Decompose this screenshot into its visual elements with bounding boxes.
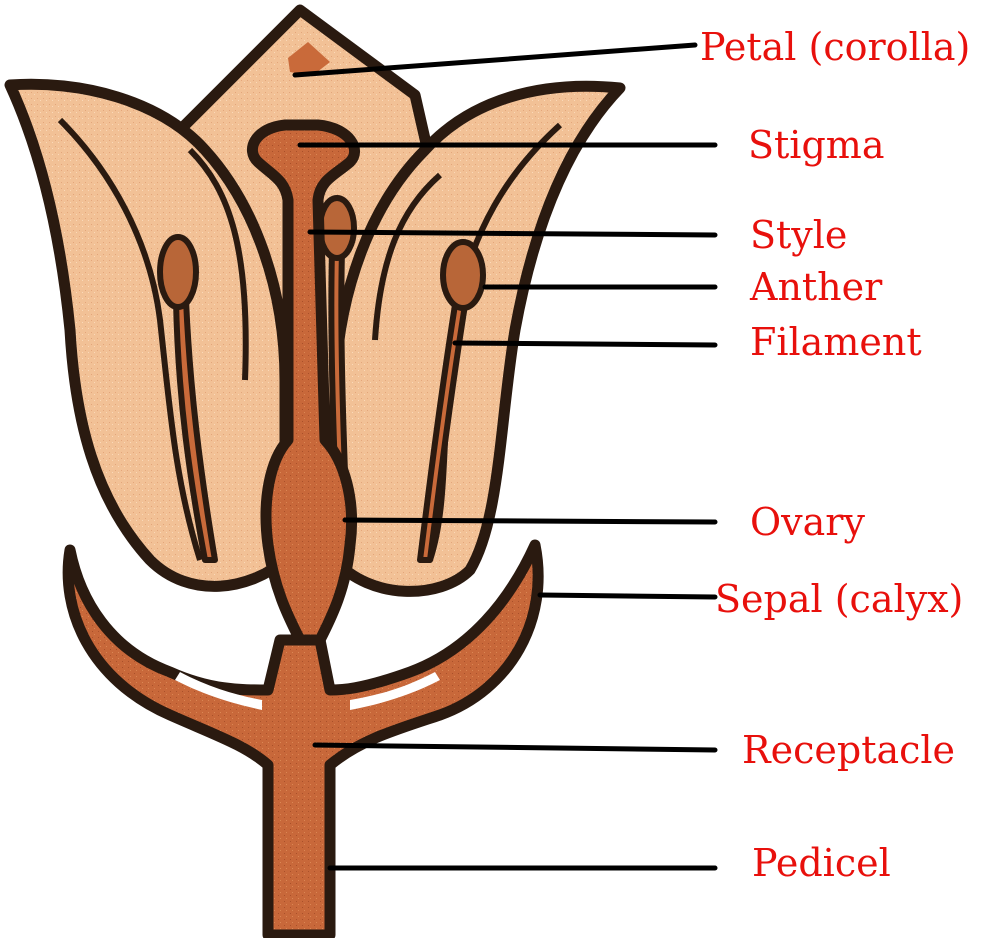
label-pedicel: Pedicel — [752, 841, 891, 885]
anther-left — [160, 237, 196, 307]
label-stigma: Stigma — [748, 123, 884, 167]
leader-filament — [455, 343, 715, 345]
label-petal: Petal (corolla) — [700, 25, 970, 69]
anther-right — [443, 242, 483, 308]
label-filament: Filament — [750, 320, 922, 364]
anther-middle — [320, 198, 354, 258]
leader-ovary — [345, 520, 715, 522]
leader-style — [310, 232, 715, 235]
label-style: Style — [750, 213, 847, 257]
label-receptacle: Receptacle — [742, 728, 955, 772]
leader-sepal — [540, 595, 715, 597]
label-anther: Anther — [749, 265, 883, 309]
leader-receptacle — [315, 745, 715, 750]
label-sepal: Sepal (calyx) — [715, 577, 963, 621]
label-ovary: Ovary — [750, 500, 865, 544]
